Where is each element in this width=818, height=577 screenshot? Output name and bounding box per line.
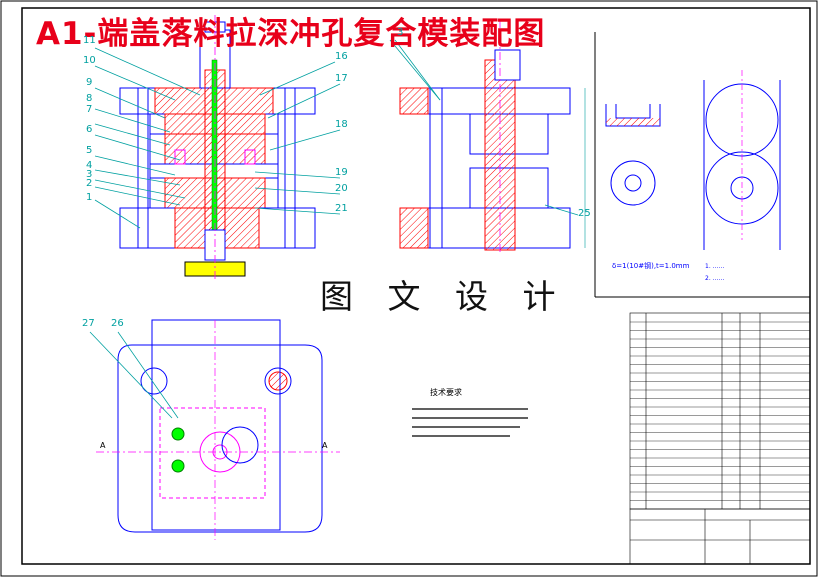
callout-17: 17 — [335, 73, 348, 84]
watermark-text: 图 文 设 计 — [320, 277, 568, 316]
plan-view — [89, 319, 340, 540]
callout-26: 26 — [111, 318, 124, 329]
callout-7: 7 — [86, 104, 93, 115]
callout-2: 2 — [86, 178, 93, 189]
parts-list — [629, 312, 811, 565]
callout-19: 19 — [335, 167, 348, 178]
callout-1: 1 — [86, 192, 93, 203]
part-spec-note: δ=1(10#钢),t=1.0mm — [612, 261, 690, 270]
callout-8: 8 — [86, 93, 93, 104]
part-note-2: 2. …… — [705, 275, 725, 282]
front-view-leaders — [94, 47, 341, 229]
callout-9: 9 — [86, 77, 93, 88]
tech-req-heading: 技术要求 — [430, 387, 462, 397]
callout-4: 4 — [86, 160, 93, 171]
callout-11: 11 — [83, 35, 96, 46]
drawing-title: A1-端盖落料拉深冲孔复合模装配图 — [36, 16, 546, 52]
callout-5: 5 — [86, 145, 93, 156]
callout-6: 6 — [86, 124, 93, 135]
callout-top-3: 3 — [397, 27, 404, 38]
plan-section-label-left: A — [100, 441, 106, 450]
part-drawing — [594, 32, 810, 298]
callout-3: 3 — [86, 169, 93, 180]
inner-border — [21, 7, 811, 565]
parts-list-rows — [630, 321, 810, 501]
tech-req-text-lines — [412, 408, 528, 437]
callout-18: 18 — [335, 119, 348, 130]
plan-section-label-right: A — [322, 441, 328, 450]
part-note-1: 1. …… — [705, 263, 725, 270]
callout-25: 25 — [578, 208, 591, 219]
side-view — [389, 20, 586, 255]
callout-27: 27 — [82, 318, 95, 329]
callout-10: 10 — [83, 55, 96, 66]
callout-21: 21 — [335, 203, 348, 214]
callout-20: 20 — [335, 183, 348, 194]
front-view — [119, 15, 316, 280]
callout-16: 16 — [335, 51, 348, 62]
